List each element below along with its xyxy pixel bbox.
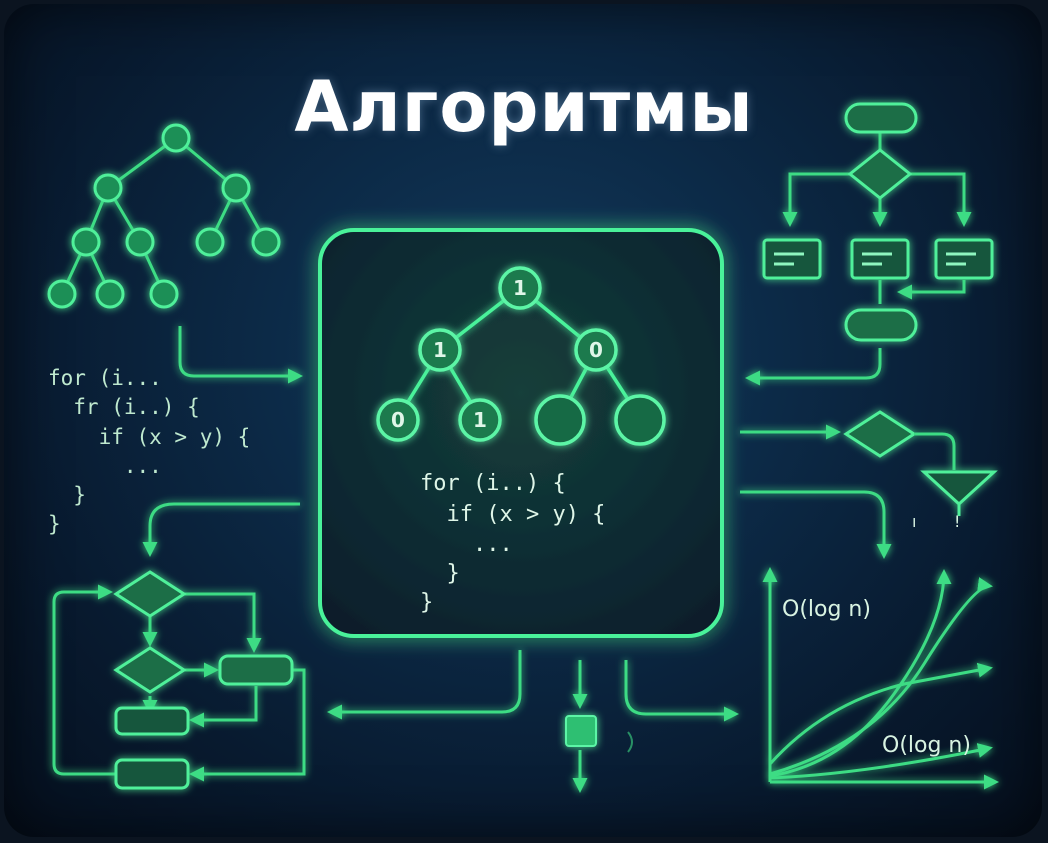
central-panel: [318, 228, 724, 638]
central-tree-node: [418, 328, 462, 372]
bl-decision-node: [113, 646, 187, 694]
flow-start-node: [844, 102, 918, 134]
tree-node: [95, 279, 125, 309]
funnel-triangle: [920, 470, 998, 507]
arrow-panel-to-graph: [740, 490, 892, 559]
tree-node: [93, 173, 123, 203]
tree-node: [125, 227, 155, 257]
central-code-line: ...: [420, 532, 513, 557]
node-label: 0: [391, 408, 405, 432]
graph-label-top: O(log n): [782, 597, 871, 622]
arrow-panel-to-flowchart: [142, 502, 300, 557]
bl-process-node: [114, 706, 190, 736]
complexity-graph: [762, 567, 999, 790]
left-code-line: }: [48, 512, 61, 536]
decision-diamond: [843, 410, 917, 458]
graph-curve: [769, 569, 952, 778]
bl-process-node: [218, 654, 294, 686]
tree-node: [149, 279, 179, 309]
central-tree-node: [574, 328, 618, 372]
arrow-flowchart-to-panel: [745, 348, 882, 386]
right-decision-group: [843, 410, 998, 516]
central-code-line: for (i..) {: [420, 471, 566, 496]
central-tree-leaf: [614, 394, 666, 446]
node-label: 1: [473, 408, 487, 432]
left-code-block: for (i... fr (i..) { if (x > y) { ... } …: [48, 366, 250, 536]
central-tree-root: [498, 266, 542, 310]
node-label: 1: [433, 338, 447, 362]
left-code-line: if (x > y) {: [48, 425, 250, 449]
tree-node: [251, 227, 281, 257]
central-tree-leaf: [534, 394, 586, 446]
poster-title: Алгоритмы: [294, 66, 754, 148]
flow-end-node: [844, 308, 918, 342]
graph-curve: [769, 577, 993, 776]
arrow-tree-to-panel: [178, 326, 303, 384]
flow-decision-node: [847, 148, 913, 200]
bl-decision-node: [113, 570, 187, 618]
node-label: 1: [513, 276, 527, 300]
flow-process-node: [934, 238, 994, 280]
flow-process-node: [762, 238, 822, 280]
central-code-line: }: [420, 590, 433, 615]
arrow-panel-down-right: [624, 660, 739, 722]
central-code-line: if (x > y) {: [420, 502, 605, 527]
tree-node: [221, 173, 251, 203]
top-right-flowchart: [762, 102, 994, 342]
central-code-line: }: [420, 561, 460, 586]
bottom-left-flowchart: [52, 570, 306, 790]
flow-process-node: [850, 238, 910, 280]
left-code-line: for (i...: [48, 366, 162, 390]
left-code-line: fr (i..) {: [48, 395, 200, 419]
tree-node: [161, 123, 191, 153]
stray-mark: ı: [912, 512, 916, 531]
top-left-tree: [60, 136, 268, 295]
bottom-center-square: [565, 715, 597, 747]
graph-label-bottom: O(log n): [882, 733, 971, 758]
central-tree-leaf: [376, 398, 420, 442]
tree-node: [195, 227, 225, 257]
stray-mark: !: [954, 512, 960, 531]
tree-node: [71, 227, 101, 257]
tree-node: [47, 279, 77, 309]
bl-process-node: [114, 758, 190, 790]
arrow-panel-down-left: [327, 650, 522, 720]
central-tree-leaf: [458, 398, 502, 442]
graph-curve: [768, 662, 993, 766]
node-label: 0: [589, 338, 603, 362]
left-code-line: ...: [48, 454, 162, 478]
central-code-block: for (i..) { if (x > y) { ... } }: [420, 471, 605, 615]
poster-frame: Алгоритмы: [4, 4, 1042, 837]
left-code-line: }: [48, 483, 86, 507]
algorithm-illustration: for (i... fr (i..) { if (x > y) { ... } …: [47, 102, 999, 793]
graph-curve: [769, 743, 993, 780]
